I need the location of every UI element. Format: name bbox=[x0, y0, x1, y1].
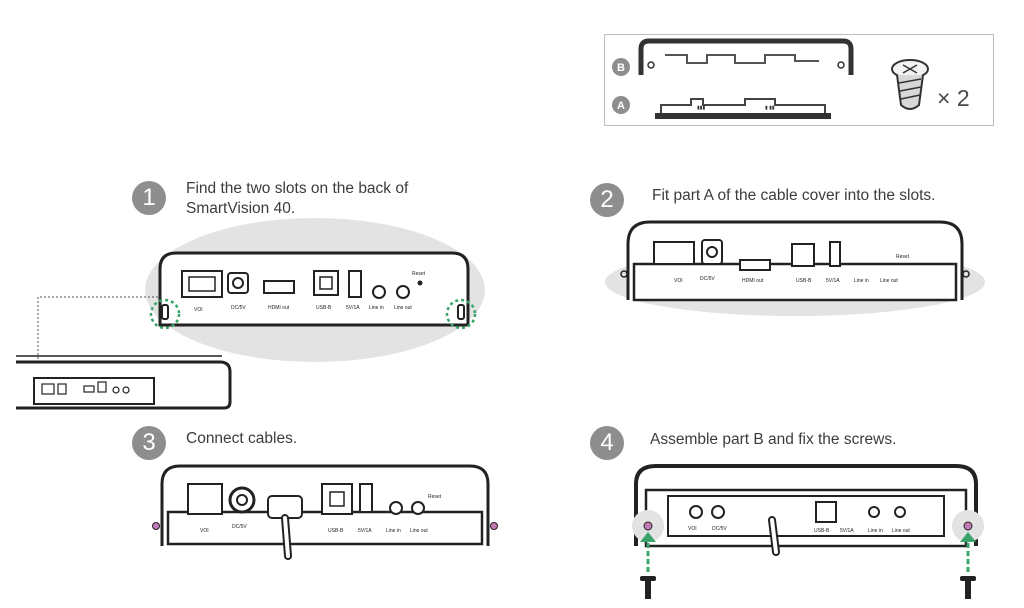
step2-label-dc: DC/5V bbox=[700, 276, 715, 282]
step4-label-usb-b: USB-B bbox=[814, 528, 830, 534]
part-b-label: B bbox=[617, 62, 625, 74]
step2-label-hdmi: HDMI out bbox=[742, 278, 764, 284]
part-a-label: A bbox=[617, 100, 625, 112]
step-1-text-line2: SmartVision 40. bbox=[186, 200, 296, 217]
step-4-badge: 4 bbox=[590, 426, 624, 460]
usb-cable-plug bbox=[321, 483, 353, 515]
left-screw-hole bbox=[152, 522, 160, 530]
step4-label-line-in: Line in bbox=[868, 528, 883, 534]
step3-label-usb-b: USB-B bbox=[328, 528, 344, 534]
label-usb-b: USB-B bbox=[316, 305, 332, 311]
step-3-illustration: VOI DC/5V USB-B 5V/1A Line in Line out R… bbox=[152, 464, 498, 560]
step-3-text: Connect cables. bbox=[186, 430, 298, 447]
step3-label-usb-a: 5V/1A bbox=[358, 528, 372, 534]
reset-button bbox=[417, 280, 423, 286]
left-screw-icon bbox=[640, 576, 656, 599]
step-1-badge: 1 bbox=[132, 181, 166, 215]
device-back-panel: VOI DC/5V HDMI out USB-B 5V/1A Line in L… bbox=[158, 251, 470, 327]
step4-label-line-out: Line out bbox=[892, 528, 910, 534]
step-2-illustration: VOI DC/5V HDMI out USB-B 5V/1A Line in L… bbox=[605, 220, 985, 316]
screw-quantity: × 2 bbox=[937, 85, 970, 111]
svg-text:▮ ▮▮: ▮ ▮▮ bbox=[765, 105, 775, 111]
right-slot-highlight bbox=[445, 298, 477, 330]
dc-port bbox=[227, 272, 249, 294]
part-a-fitted bbox=[632, 262, 958, 302]
label-hdmi: HDMI out bbox=[268, 305, 290, 311]
hdmi-port bbox=[263, 280, 295, 294]
step-1-text: Find the two slots on the back of SmartV… bbox=[186, 179, 408, 219]
step2-label-line-in: Line in bbox=[854, 278, 869, 284]
line-out-port bbox=[396, 285, 410, 299]
step3-label-line-in: Line in bbox=[386, 528, 401, 534]
step4-label-usb-a: 5V/1A bbox=[840, 528, 854, 534]
step2-label-usb-b: USB-B bbox=[796, 278, 812, 284]
part-b-cover bbox=[638, 38, 854, 75]
screw-icon bbox=[891, 59, 929, 110]
label-line-out: Line out bbox=[394, 305, 412, 311]
step-2-text: Fit part A of the cable cover into the s… bbox=[652, 187, 936, 204]
usb-a-port bbox=[348, 270, 362, 298]
part-a-badge: A bbox=[612, 96, 630, 114]
line-in-port bbox=[372, 285, 386, 299]
parts-illustration: ▮▮▮ ▮ ▮▮ B A bbox=[612, 38, 929, 119]
label-usb-a: 5V/1A bbox=[346, 305, 360, 311]
label-line-in: Line in bbox=[369, 305, 384, 311]
label-reset: Reset bbox=[412, 271, 426, 277]
step2-label-line-out: Line out bbox=[880, 278, 898, 284]
step2-label-reset: Reset bbox=[896, 254, 910, 260]
step-1-illustration: VOI DC/5V HDMI out USB-B 5V/1A Line in L… bbox=[37, 218, 485, 375]
step4-label-voi: VOI bbox=[688, 526, 697, 532]
step3-label-line-out: Line out bbox=[410, 528, 428, 534]
svg-text:▮▮▮: ▮▮▮ bbox=[697, 105, 706, 111]
step-4-text: Assemble part B and fix the screws. bbox=[650, 431, 897, 448]
leader-line bbox=[37, 296, 158, 375]
right-screw-icon bbox=[960, 576, 976, 599]
step4-label-dc: DC/5V bbox=[712, 526, 727, 532]
right-arrow-icon bbox=[960, 532, 976, 572]
label-voi: VOI bbox=[194, 307, 203, 313]
left-arrow-icon bbox=[640, 532, 656, 572]
step3-label-voi: VOI bbox=[200, 528, 209, 534]
step3-label-dc: DC/5V bbox=[232, 524, 247, 530]
part-b-badge: B bbox=[612, 58, 630, 76]
parts-panel: ▮▮▮ ▮ ▮▮ B A × 2 bbox=[604, 34, 994, 126]
label-dc: DC/5V bbox=[231, 305, 246, 311]
step-4-illustration: VOI DC/5V USB-B 5V/1A Line in Line out bbox=[632, 464, 984, 599]
step3-label-reset: Reset bbox=[428, 494, 442, 500]
step-2-badge: 2 bbox=[590, 183, 624, 217]
power-cable-plug bbox=[228, 486, 256, 514]
usb-b-port bbox=[313, 270, 339, 296]
right-screw-hole bbox=[490, 522, 498, 530]
step2-label-usb-a: 5V/1A bbox=[826, 278, 840, 284]
left-slot-highlight bbox=[149, 298, 181, 330]
part-a-cover: ▮▮▮ ▮ ▮▮ bbox=[655, 98, 831, 119]
step2-label-voi: VOI bbox=[674, 278, 683, 284]
step-1-text-line1: Find the two slots on the back of bbox=[186, 180, 409, 197]
network-cable-plug bbox=[187, 483, 223, 515]
device-overview bbox=[16, 355, 232, 410]
step-3-badge: 3 bbox=[132, 426, 166, 460]
voi-port bbox=[181, 270, 223, 298]
